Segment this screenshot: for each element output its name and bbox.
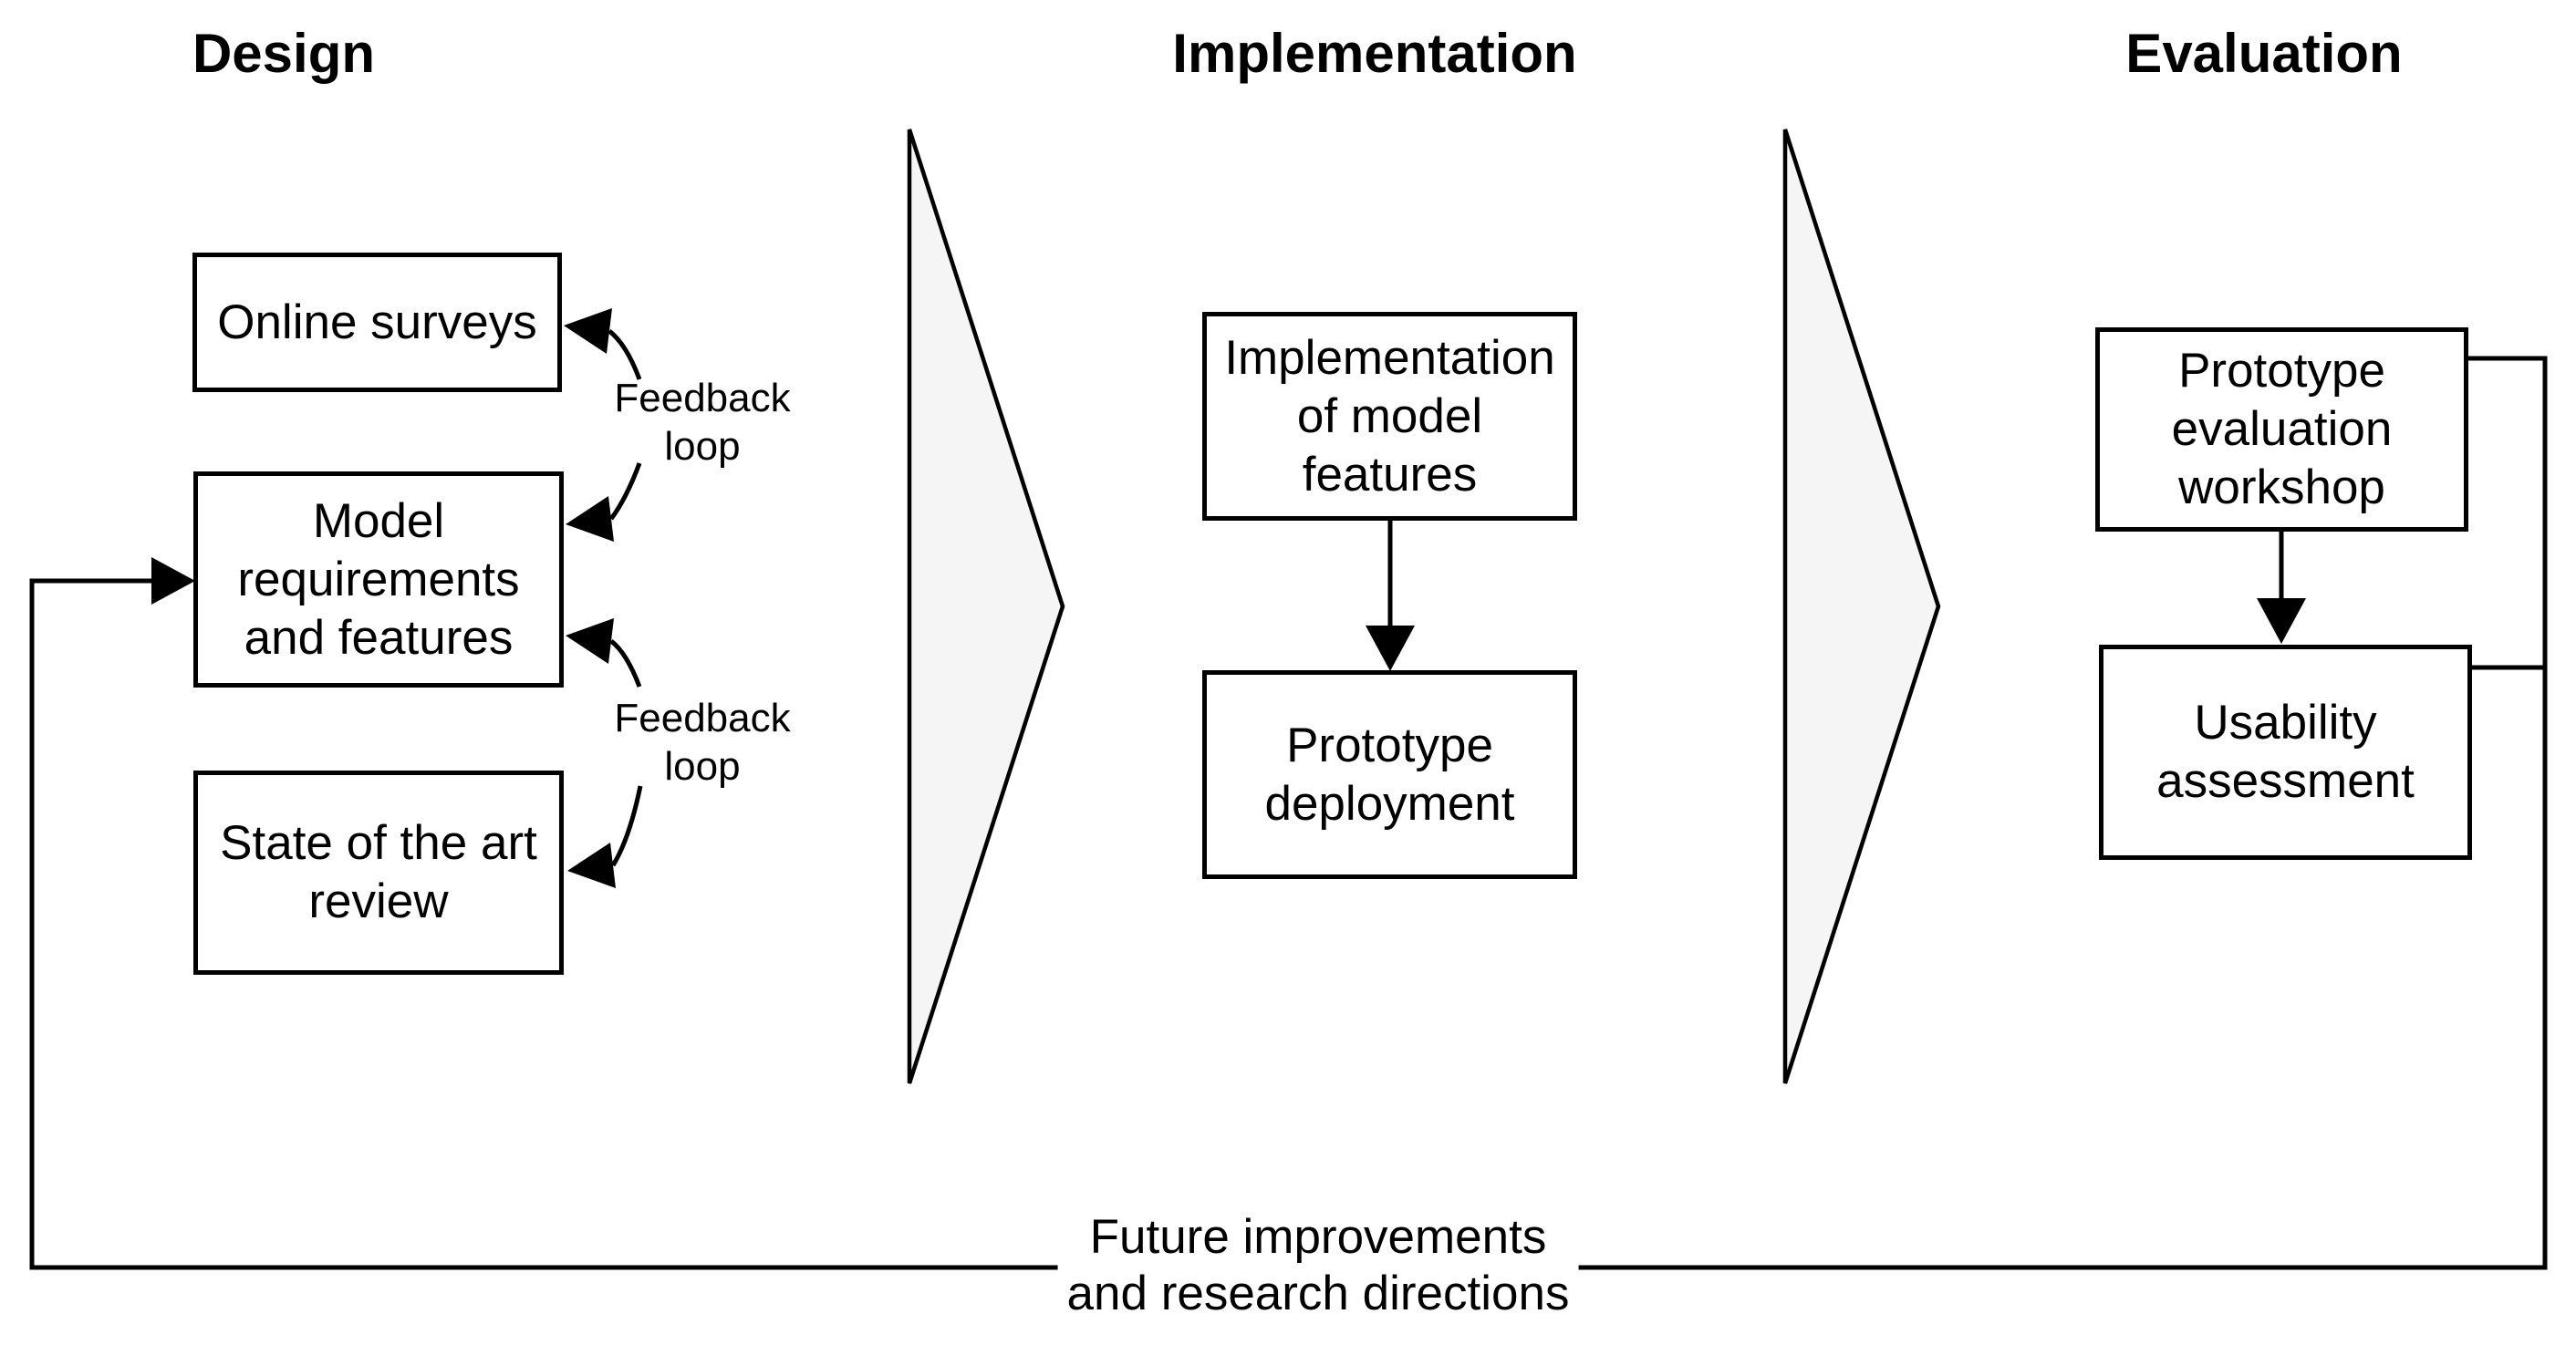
phase-title-implementation: Implementation [1172,23,1577,84]
arrowhead-workshop-to-usability [2257,598,2306,644]
feedback-loop-label-top: Feedback loop [614,376,791,469]
feedback-loop2-upper-arrowhead [566,618,614,664]
box-model-requirements: Model requirements and features [193,471,564,688]
box-online-surveys: Online surveys [192,253,562,392]
arrowhead-implementation-to-deployment [1366,626,1415,671]
box-prototype-deployment: Prototype deployment [1202,670,1577,879]
phase-transition-arrow-implementation-to-evaluation [1782,129,1941,1084]
box-usability-assessment: Usability assessment [2099,645,2472,860]
feedback-loop1-upper-arrowhead [564,308,612,354]
feedback-loop1-lower-arrowhead [566,496,614,542]
box-state-of-the-art-review: State of the art review [193,771,564,975]
future-improvements-note: Future improvements and research directi… [1057,1209,1579,1322]
feedback-loop-label-bottom: Feedback loop [614,696,791,789]
phase-title-design: Design [192,23,376,84]
feedback-loop2-lower-arrowhead [567,843,616,888]
box-prototype-evaluation-workshop: Prototype evaluation workshop [2095,327,2468,532]
phase-title-evaluation: Evaluation [2125,23,2403,84]
feedback-loop2-lower-curve [610,785,643,867]
feedback-loop2-upper-curve [609,639,642,688]
arrowhead-into-model-requirements [151,557,195,605]
phase-transition-arrow-design-to-implementation [907,129,1065,1084]
box-implementation-of-model-features: Implementation of model features [1202,312,1577,521]
feedback-loop1-lower-curve [608,462,642,521]
feedback-loop1-upper-curve [608,329,642,380]
